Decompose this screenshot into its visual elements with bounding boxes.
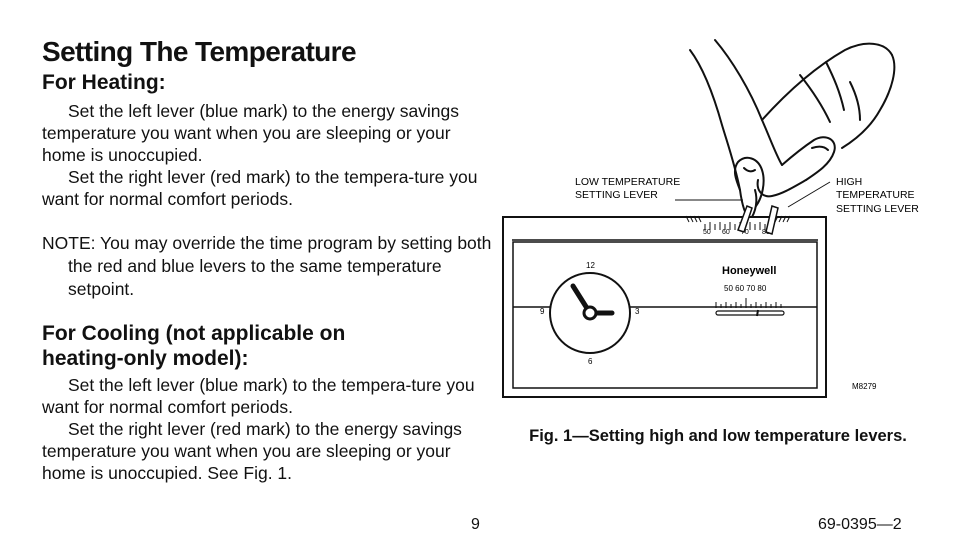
high-lever-label-line-3: SETTING LEVER xyxy=(836,203,919,215)
thermometer-slot xyxy=(715,310,785,316)
heating-paragraph-2: Set the right lever (red mark) to the te… xyxy=(42,167,478,209)
page-number: 9 xyxy=(471,516,480,533)
page-title: Setting The Temperature xyxy=(42,36,357,67)
high-lever-label-line-2: TEMPERATURE xyxy=(836,189,915,201)
cooling-heading-line-2: heating-only model): xyxy=(42,347,249,370)
high-lever-leader xyxy=(787,181,831,208)
clock-label-9: 9 xyxy=(540,307,545,316)
clock-label-3: 3 xyxy=(635,307,640,316)
clock-label-6: 6 xyxy=(588,357,593,366)
cooling-paragraph-2: Set the right lever (red mark) to the en… xyxy=(42,419,462,483)
cooling-heading-line-1: For Cooling (not applicable on xyxy=(42,322,346,345)
thermostat-figure: LOW TEMPERATURE SETTING LEVER HIGH TEMPE… xyxy=(502,39,919,398)
clock-center-pin xyxy=(582,305,598,321)
high-temperature-lever[interactable] xyxy=(765,205,779,235)
cooling-paragraph-1: Set the left lever (blue mark) to the te… xyxy=(42,375,475,417)
top-scale-label-70: 70 xyxy=(741,229,749,236)
part-number: M8279 xyxy=(852,382,877,391)
heating-heading: For Heating: xyxy=(42,71,166,94)
thermometer-indicator xyxy=(756,309,759,317)
clock-label-12: 12 xyxy=(586,261,595,270)
front-scale-ticks xyxy=(715,298,782,308)
figure-caption: Fig. 1—Setting high and low temperature … xyxy=(529,427,907,445)
front-temperature-scale: 50 60 70 80 xyxy=(724,284,767,293)
heating-paragraph-1: Set the left lever (blue mark) to the en… xyxy=(42,101,460,165)
hand-illustration xyxy=(689,39,896,221)
low-lever-label-line-2: SETTING LEVER xyxy=(575,189,658,201)
high-lever-label-line-1: HIGH xyxy=(836,176,862,188)
top-scale-label-50: 50 xyxy=(703,229,711,236)
top-scale-label-60: 60 xyxy=(722,229,730,236)
low-lever-label-line-1: LOW TEMPERATURE xyxy=(575,176,680,188)
heating-note: NOTE: You may override the time program … xyxy=(42,233,492,299)
low-temperature-lever[interactable] xyxy=(737,205,753,233)
document-number: 69-0395—2 xyxy=(818,516,902,533)
brand-logo: Honeywell xyxy=(722,265,776,277)
